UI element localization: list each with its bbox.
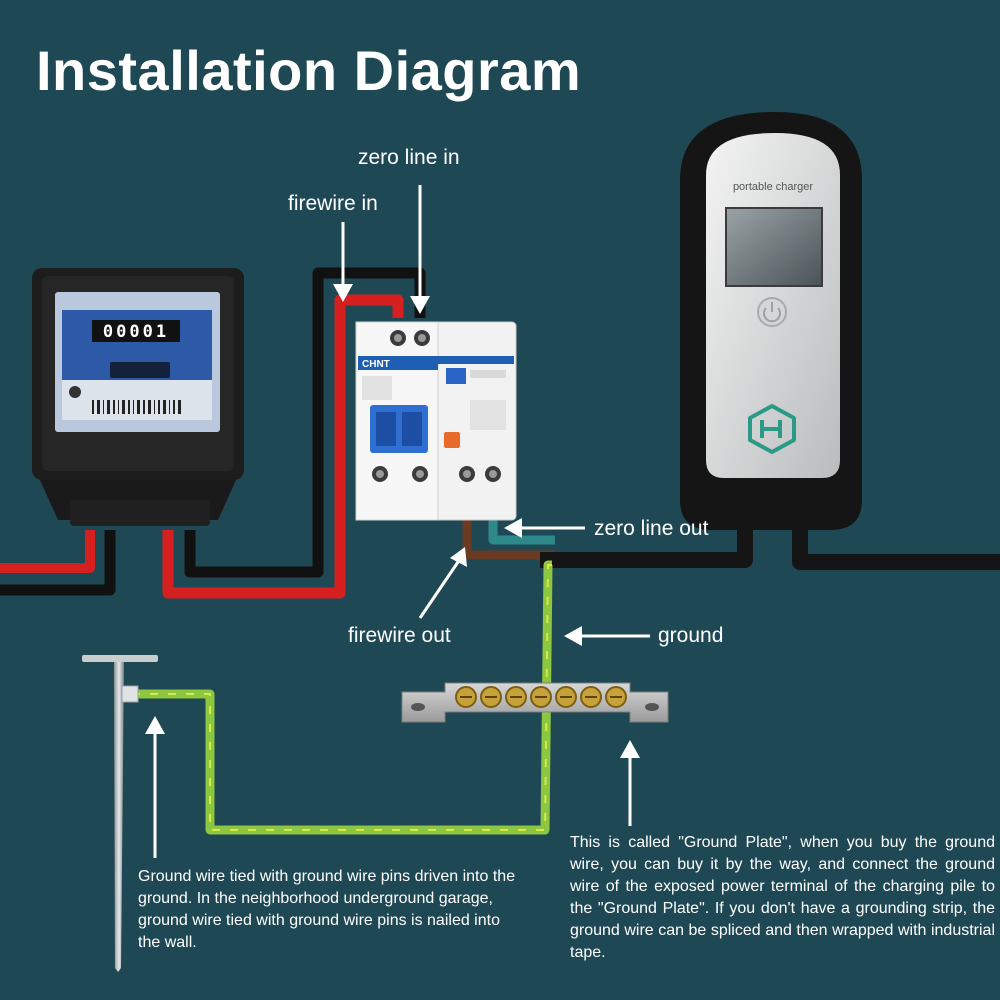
firewire-in-cable bbox=[162, 294, 404, 599]
breaker-test-button[interactable] bbox=[444, 432, 460, 448]
incoming-red-cable bbox=[0, 530, 95, 573]
portable-charger: portable charger bbox=[680, 112, 862, 530]
charger-output-cable bbox=[792, 520, 1000, 570]
charger-cable bbox=[540, 520, 753, 568]
ground-plate bbox=[401, 682, 669, 723]
label-firewire-in: firewire in bbox=[288, 192, 378, 215]
ground-plate-arrow bbox=[620, 740, 640, 826]
page-title: Installation Diagram bbox=[36, 39, 582, 102]
label-zero-line-in: zero line in bbox=[358, 146, 460, 169]
label-firewire-out: firewire out bbox=[348, 624, 451, 647]
ground-pin-arrow bbox=[145, 716, 165, 858]
firewire-in-arrow bbox=[333, 222, 353, 302]
zero-line-in-arrow bbox=[410, 185, 430, 314]
ground-arrow bbox=[564, 626, 650, 646]
charger-logo-icon bbox=[748, 404, 796, 454]
label-ground: ground bbox=[658, 624, 724, 647]
label-zero-line-out: zero line out bbox=[594, 517, 709, 540]
meter-barcode bbox=[92, 400, 181, 414]
annotation-arrows bbox=[145, 185, 650, 858]
incoming-black-cable bbox=[0, 530, 116, 596]
ground-pin-note: Ground wire tied with ground wire pins d… bbox=[138, 868, 516, 951]
zero-line-out-arrow bbox=[504, 518, 585, 538]
ground-plate-note: This is called "Ground Plate", when you … bbox=[570, 834, 995, 961]
charger-label: portable charger bbox=[733, 181, 813, 193]
ground-plate-screws bbox=[455, 686, 627, 708]
charger-screen bbox=[725, 207, 823, 287]
electricity-meter: 00001 bbox=[32, 268, 244, 526]
circuit-breaker: CHNT bbox=[355, 321, 517, 521]
firewire-out-arrow bbox=[418, 547, 467, 619]
breaker-brand: CHNT bbox=[362, 359, 390, 370]
ground-pin bbox=[82, 655, 158, 972]
meter-reading: 00001 bbox=[103, 322, 169, 342]
ground-wire-stripe bbox=[135, 564, 552, 831]
